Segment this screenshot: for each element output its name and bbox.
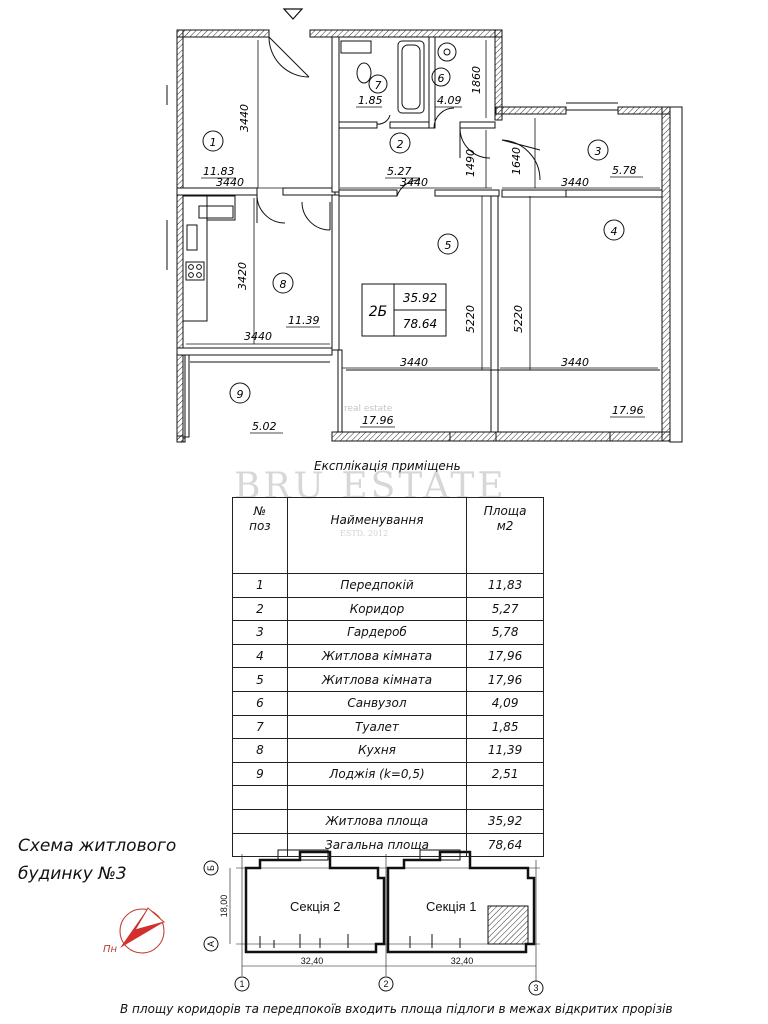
dim-room1-width: 3440	[216, 176, 244, 189]
footnote: В площу коридорів та передпокоїв входить…	[120, 1002, 673, 1016]
room-9-number: 9	[237, 388, 244, 401]
dim-kitchen-depth: 3420	[236, 262, 249, 290]
brand-watermark-small: real estate	[344, 404, 393, 414]
apartment-stamp: 2Б 35.92 78.64	[361, 283, 447, 337]
dim-room5-width: 3440	[400, 356, 428, 369]
room-4-number: 4	[611, 225, 618, 238]
entrance-marker	[282, 8, 304, 20]
room-7-area: 1.85	[358, 94, 383, 107]
north-label: Пн	[103, 944, 118, 955]
dim-corridor-width: 3440	[400, 176, 428, 189]
scheme-dim-section1: 32,40	[451, 956, 474, 966]
door-swings	[256, 36, 541, 231]
scheme-title-line1: Схема житлового	[18, 836, 177, 856]
stamp-type: 2Б	[369, 304, 388, 320]
axis-a-label: А	[206, 941, 216, 947]
dim-room4-depth: 5220	[512, 305, 525, 333]
dim-room3-width: 3440	[561, 176, 589, 189]
building-scheme	[203, 849, 544, 996]
dim-room1-depth: 3440	[238, 104, 251, 132]
dim-room4-width: 3440	[561, 356, 589, 369]
room-2-number: 2	[397, 138, 404, 151]
sanitary-fixtures	[340, 40, 457, 114]
room-1-number: 1	[210, 136, 217, 149]
header-name: Найменування	[286, 497, 468, 574]
room-4-area: 17.96	[612, 404, 644, 417]
scheme-dim-depth: 18,00	[219, 895, 229, 918]
dim-kitchen-width: 3440	[244, 330, 272, 343]
stamp-total: 78.64	[403, 317, 437, 331]
room-3-area: 5.78	[612, 164, 637, 177]
room-6-number: 6	[438, 72, 445, 85]
dim-bath-depth: 1860	[470, 66, 483, 94]
room-5-number: 5	[445, 239, 452, 252]
room-8-number: 8	[280, 278, 287, 291]
north-arrow-icon	[119, 907, 166, 954]
room-5-area: 17.96	[362, 414, 394, 427]
kitchen-fixtures	[182, 195, 236, 322]
scheme-dim-section2: 32,40	[301, 956, 324, 966]
scheme-title-line2: будинку №3	[18, 864, 127, 884]
outer-facade	[669, 106, 683, 443]
axis-b-label: Б	[206, 865, 216, 871]
dim-wardrobe-depth: 1640	[510, 147, 523, 175]
explication-title: Експлікація приміщень	[314, 459, 461, 473]
axis-3-label: 3	[533, 983, 538, 993]
scheme-title: Схема житлового будинку №3	[18, 832, 176, 888]
table-row-empty	[232, 785, 544, 810]
room-3-number: 3	[595, 145, 602, 158]
room-7-number: 7	[375, 79, 382, 92]
room-1-area: 11.83	[203, 165, 235, 178]
windows	[346, 102, 660, 433]
room-8-area: 11.39	[288, 314, 320, 327]
room-6-area: 4.09	[437, 94, 462, 107]
room-2-area: 5.27	[387, 165, 412, 178]
room-number-circles	[202, 67, 625, 404]
dimension-lines	[185, 40, 660, 370]
interior-walls	[176, 36, 663, 438]
axis-2-label: 2	[383, 979, 388, 989]
room-9-area: 5.02	[252, 420, 277, 433]
section-2-label: Секція 2	[290, 899, 341, 914]
dim-corridor-depth: 1490	[464, 149, 477, 177]
stamp-living: 35.92	[403, 291, 437, 305]
axis-1-label: 1	[239, 979, 244, 989]
dim-room5-depth: 5220	[464, 305, 477, 333]
section-1-label: Секція 1	[426, 899, 477, 914]
